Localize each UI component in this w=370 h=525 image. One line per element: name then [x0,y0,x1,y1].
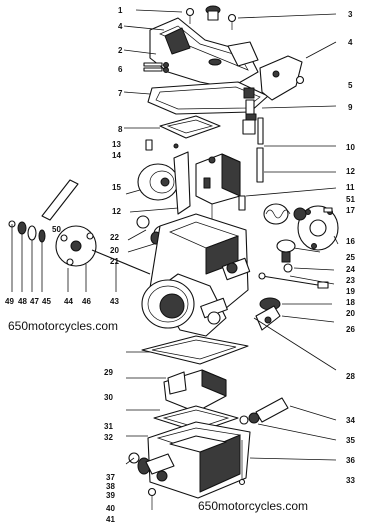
part-label-22: 22 [110,233,119,242]
part-label-32: 32 [104,433,113,442]
slide-block-11 [195,153,246,222]
part-label-26: 26 [346,325,355,334]
part-number-labels: 1 3 4 4 2 6 5 7 9 8 10 13 14 12 15 11 51… [5,6,355,524]
part-label-2: 2 [118,46,123,55]
side-cover-4 [259,55,305,101]
watermark-top: 650motorcycles.com [8,319,118,333]
part-label-3: 3 [348,10,353,19]
part-label-44: 44 [64,297,73,306]
jet-assembly-9 [242,87,264,183]
part-label-21: 21 [110,257,119,266]
part-label-49: 49 [5,297,14,306]
part-label-41: 41 [106,515,115,524]
part-label-33: 33 [346,476,355,485]
jet-34-35 [239,397,289,425]
carburetor-body [141,213,251,337]
gasket-29 [141,335,249,365]
pump-25-23 [258,239,329,289]
part-label-39: 39 [106,491,115,500]
washers-49-45 [8,220,46,243]
part-label-25: 25 [346,253,355,262]
part-label-1: 1 [118,6,123,15]
small-screws-13 [145,139,179,151]
part-label-8: 8 [118,125,123,134]
part-label-20: 20 [346,309,355,318]
part-label-4: 4 [348,38,353,47]
top-cover-assembly [149,5,259,89]
gasket-8 [159,115,221,139]
watermark-bottom: 650motorcycles.com [198,499,308,513]
part-label-18: 18 [346,298,355,307]
part-label-34: 34 [346,416,355,425]
part-label-17: 17 [346,206,355,215]
part-label-12: 12 [346,167,355,176]
part-label-16: 16 [346,237,355,246]
float-bowl-36 [147,421,251,499]
lever-44 [55,225,151,275]
part-label-46: 46 [82,297,91,306]
part-label-20: 20 [110,246,119,255]
part-label-35: 35 [346,436,355,445]
part-label-15: 15 [112,183,121,192]
diaphragm-cover-16 [263,203,339,251]
drain-parts-37-41 [128,452,175,510]
part-label-28: 28 [346,372,355,381]
pin-50 [41,179,79,221]
part-label-5: 5 [348,81,353,90]
baffle-30 [163,369,227,413]
part-label-7: 7 [118,89,123,98]
part-label-12: 12 [112,207,121,216]
part-label-14: 14 [112,151,121,160]
part-label-19: 19 [346,287,355,296]
part-label-37: 37 [106,473,115,482]
part-label-6: 6 [118,65,123,74]
part-label-43: 43 [110,297,119,306]
part-label-40: 40 [106,504,115,513]
part-label-38: 38 [106,482,115,491]
part-label-48: 48 [18,297,27,306]
part-label-31: 31 [104,422,113,431]
part-label-23: 23 [346,276,355,285]
part-label-10: 10 [346,143,355,152]
part-label-24: 24 [346,265,355,274]
part-label-45: 45 [42,297,51,306]
screw-6 [143,62,169,73]
part-label-51: 51 [346,195,355,204]
part-label-50: 50 [52,225,61,234]
leader-lines [11,9,339,465]
part-label-13: 13 [112,140,121,149]
part-label-47: 47 [30,297,39,306]
part-label-9: 9 [348,103,353,112]
part-label-11: 11 [346,183,355,192]
part-label-30: 30 [104,393,113,402]
float-15 [137,151,191,215]
part-label-29: 29 [104,368,113,377]
part-label-4: 4 [118,22,123,31]
lever-26 [255,297,281,331]
part-label-36: 36 [346,456,355,465]
